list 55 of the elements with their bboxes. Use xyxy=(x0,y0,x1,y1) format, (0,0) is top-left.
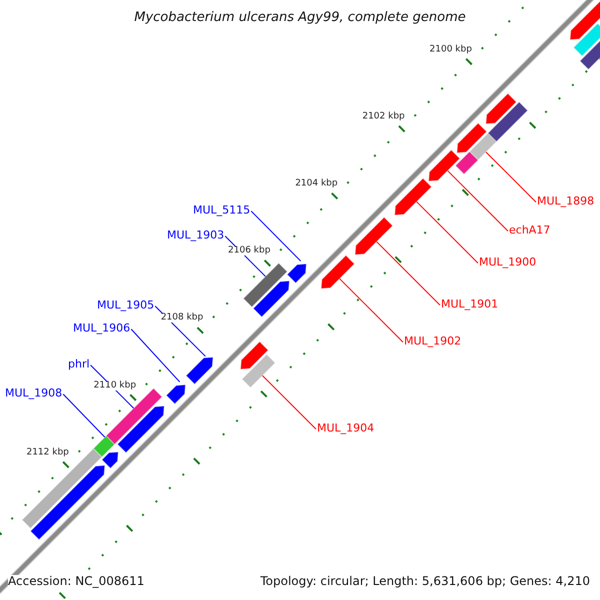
gene-bar xyxy=(487,101,528,142)
gene-label: MUL_1905 xyxy=(97,300,154,310)
gene-label: MUL_1906 xyxy=(73,322,130,334)
gene-block xyxy=(394,178,432,216)
gene-bar xyxy=(241,354,276,388)
genome-stats-note: Topology: circular; Length: 5,631,606 bp; Genes: 4,210 xyxy=(260,575,590,587)
leader-line xyxy=(130,328,180,382)
gene-block xyxy=(570,0,600,40)
scale-label: 2108 kbp xyxy=(160,314,204,323)
gene-bar xyxy=(454,150,479,175)
gene-label: MUL_5115 xyxy=(193,204,250,216)
leader-line xyxy=(250,210,302,262)
gene-block xyxy=(485,92,518,124)
leader-line xyxy=(339,278,404,343)
chart-title: Mycobacterium ulcerans Agy99, complete genome xyxy=(134,10,466,25)
gene-label: echA17 xyxy=(509,224,550,236)
leader-line xyxy=(447,170,508,232)
leader-line xyxy=(262,375,316,430)
leader-line xyxy=(376,241,440,306)
accession-note: Accession: NC_008611 xyxy=(8,575,144,587)
scale-label: 2100 kbp xyxy=(428,45,473,54)
gene-label: MUL_1900 xyxy=(479,256,536,268)
gene-label: MUL_1902 xyxy=(404,336,462,346)
gene-bar xyxy=(21,448,103,530)
gene-block xyxy=(116,405,165,454)
gene-bar xyxy=(572,22,600,57)
gene-label: MUL_1898 xyxy=(537,196,594,206)
leader-line xyxy=(416,201,478,264)
scale-label: 2106 kbp xyxy=(227,246,272,256)
scale-label: 2104 kbp xyxy=(294,180,339,188)
gene-label: MUL_1903 xyxy=(167,230,224,240)
gene-bar xyxy=(468,132,498,161)
scale-label: 2110 kbp xyxy=(92,381,138,390)
gene-block xyxy=(166,384,186,405)
gene-label: MUL_1908 xyxy=(5,388,62,398)
gene-block xyxy=(428,149,460,182)
gene-block xyxy=(240,340,269,370)
gene-bar xyxy=(92,435,116,458)
gene-block xyxy=(354,216,394,256)
gene-bar xyxy=(106,388,163,445)
gene-block xyxy=(101,451,119,469)
gene-block xyxy=(320,254,356,290)
gene-block xyxy=(185,356,214,385)
scale-label: 2102 kbp xyxy=(361,112,406,122)
gene-label: MUL_1901 xyxy=(441,298,498,310)
gene-label: phrl xyxy=(68,358,90,370)
gene-block xyxy=(252,280,290,318)
leader-line xyxy=(486,152,536,203)
scale-label: 2112 kbp xyxy=(25,448,70,458)
gene-block xyxy=(30,464,106,540)
leader-line xyxy=(62,394,106,438)
gene-bar xyxy=(242,262,288,308)
gene-bar xyxy=(579,40,600,70)
gene-block xyxy=(456,122,488,154)
gene-label: MUL_1904 xyxy=(317,422,374,434)
